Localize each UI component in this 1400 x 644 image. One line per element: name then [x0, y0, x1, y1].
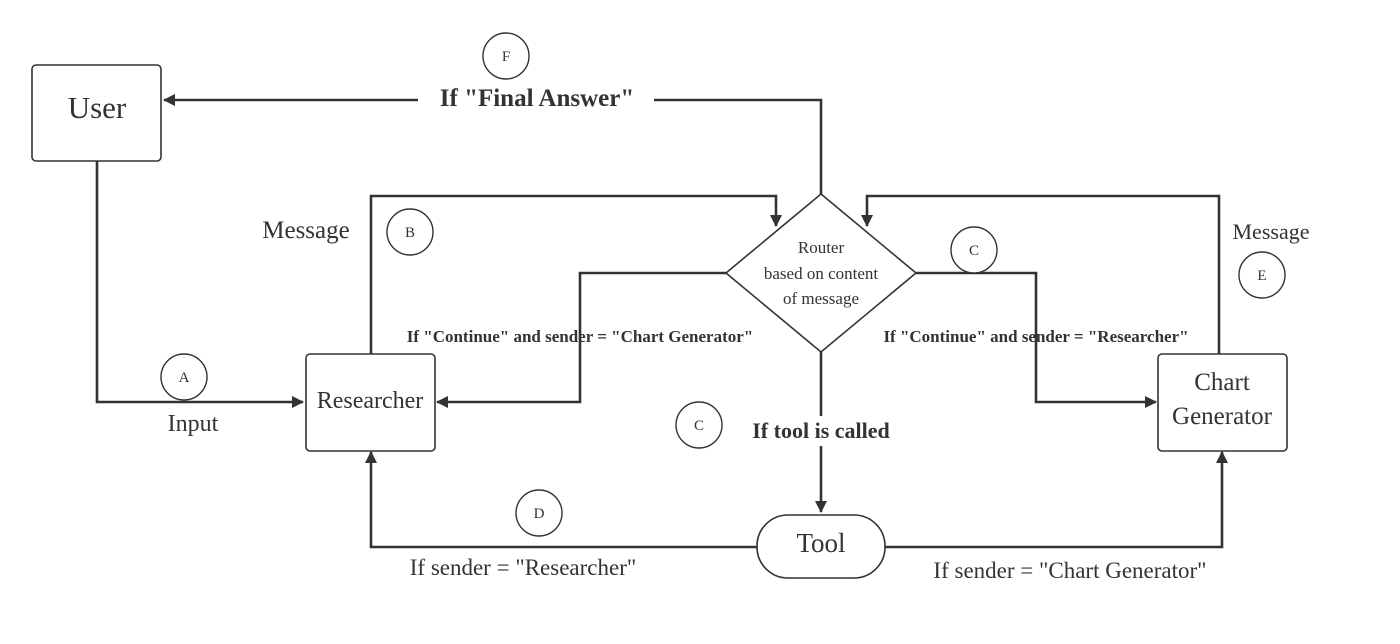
node-tool: Tool — [756, 514, 886, 579]
node-tool-label: Tool — [796, 528, 845, 558]
node-router-label-line1: Router — [798, 238, 845, 257]
node-researcher-label: Researcher — [317, 388, 424, 414]
edge-user-to-researcher — [95, 161, 304, 408]
edge-label-sender-researcher: If sender = "Researcher" — [410, 555, 637, 580]
marker-a: A — [160, 353, 208, 401]
edge-router-to-user — [163, 94, 823, 194]
node-router-label-line2: based on content — [764, 264, 879, 283]
marker-c-tool: C — [675, 401, 723, 449]
edge-router-to-researcher — [436, 271, 726, 408]
edge-tool-to-researcher — [365, 451, 757, 549]
node-chart-generator: Chart Generator — [1157, 353, 1288, 452]
edge-label-continue-to-researcher: If "Continue" and sender = "Chart Genera… — [407, 327, 754, 346]
edge-label-continue-to-chart: If "Continue" and sender = "Researcher" — [883, 327, 1188, 346]
node-router: Router based on content of message — [724, 192, 918, 354]
marker-e-label: E — [1257, 268, 1266, 284]
marker-c-router-label: C — [969, 243, 979, 259]
marker-d: D — [515, 489, 563, 537]
tool-called-label-bg — [740, 416, 902, 446]
node-researcher: Researcher — [305, 353, 436, 452]
marker-c-router: C — [950, 226, 998, 274]
edge-label-sender-chart: If sender = "Chart Generator" — [933, 558, 1206, 583]
edge-label-final-answer: If "Final Answer" — [440, 85, 634, 112]
marker-f-label: F — [502, 49, 510, 65]
marker-b-label: B — [405, 225, 415, 241]
marker-a-label: A — [179, 370, 190, 386]
marker-c-tool-label: C — [694, 418, 704, 434]
node-chart-generator-label-line2: Generator — [1172, 403, 1273, 430]
edge-label-message-right: Message — [1233, 219, 1310, 244]
edge-tool-to-chart — [885, 451, 1228, 549]
node-user-label: User — [68, 90, 127, 125]
node-chart-generator-label-line1: Chart — [1194, 369, 1250, 396]
edge-label-input: Input — [168, 411, 219, 437]
edge-label-tool-called: If tool is called — [752, 418, 890, 443]
marker-d-label: D — [534, 506, 545, 522]
marker-f: F — [482, 32, 530, 80]
node-user: User — [31, 64, 162, 162]
edge-researcher-to-router — [369, 194, 782, 354]
final-answer-label-bg — [418, 78, 654, 118]
edge-label-message-left: Message — [262, 217, 349, 244]
marker-e: E — [1238, 251, 1286, 299]
marker-b: B — [386, 208, 434, 256]
edge-chart-to-router — [861, 194, 1221, 354]
node-router-label-line3: of message — [783, 289, 859, 308]
